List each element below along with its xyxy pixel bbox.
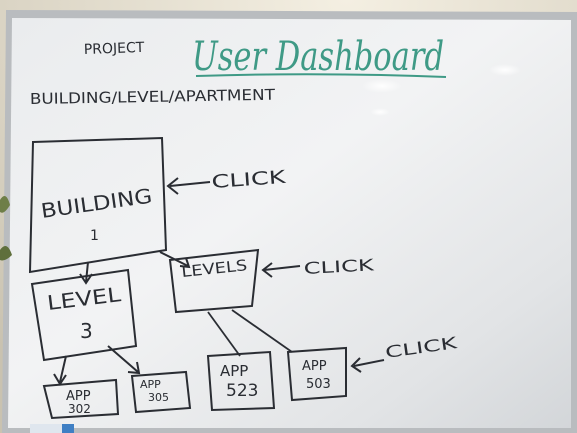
light-glare (370, 108, 390, 116)
apartment-305-number: 305 (148, 391, 169, 404)
apartment-523-label: APP (220, 362, 248, 380)
title-underline (195, 73, 447, 78)
level-box (30, 268, 138, 362)
apartment-523-number: 523 (226, 381, 258, 401)
apartment-503-number: 503 (306, 377, 331, 392)
dashboard-title: User Dashboard (192, 34, 444, 80)
apartment-503-label: APP (302, 359, 327, 374)
arrow-left-icon (166, 177, 211, 195)
sticker (62, 424, 74, 433)
light-glare (489, 64, 521, 76)
project-label: PROJECT (84, 40, 145, 58)
building-box (28, 136, 168, 274)
connector-line (207, 311, 241, 357)
arrow-left-icon (350, 357, 385, 373)
plant-leaf (0, 196, 10, 213)
apartment-302-label: APP (66, 389, 91, 404)
hierarchy-subtitle: BUILDING/LEVEL/APARTMENT (30, 86, 276, 108)
apartment-503-box (286, 346, 347, 402)
arrow-left-icon (261, 262, 301, 278)
apartment-523-box (206, 350, 276, 412)
apartment-305-box (130, 370, 192, 414)
apartment-305-label: APP (140, 378, 161, 391)
apartment-302-number: 302 (68, 402, 91, 416)
whiteboard-surface (8, 18, 571, 428)
apartment-302-box (42, 378, 120, 420)
arrow-down-right-icon (107, 345, 141, 375)
connector-line (231, 309, 293, 353)
plant-leaf (0, 246, 12, 261)
levels-box (168, 248, 260, 314)
click-note-levels: CLICK (303, 255, 375, 278)
level-box-number: 3 (80, 319, 93, 343)
sticker (30, 424, 72, 433)
building-box-number: 1 (90, 228, 99, 244)
light-glare (362, 79, 402, 93)
